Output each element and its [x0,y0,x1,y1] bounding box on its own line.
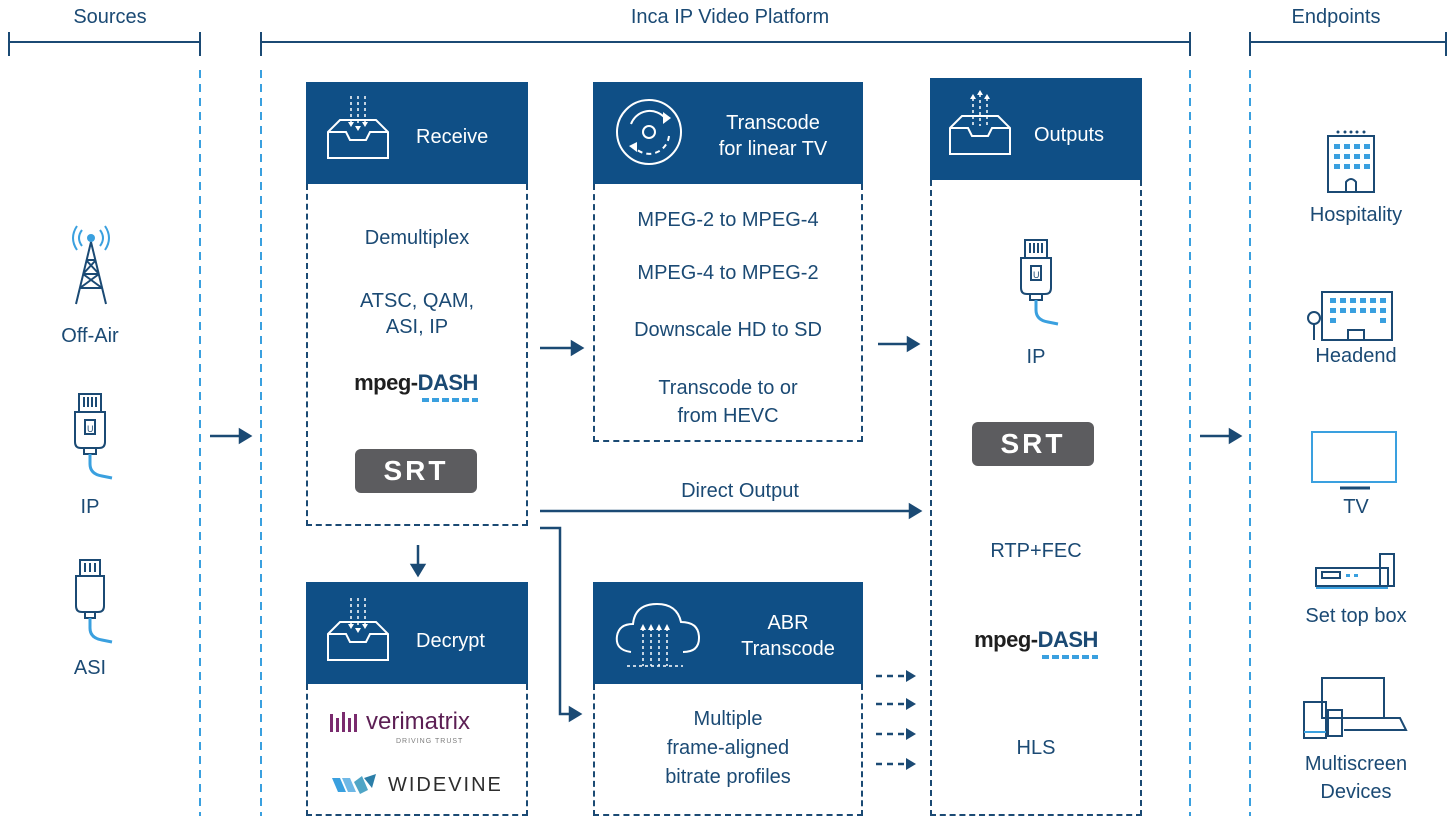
inbox-upload-icon [949,90,1011,155]
transcode-title-line2: for linear TV [718,138,828,160]
direct-output-label: Direct Output [681,480,799,502]
mpeg-dash-text: mpeg- [354,370,418,395]
receive-body [306,184,528,526]
endpoint-multiscreen-2: Devices [1320,781,1392,803]
endpoint-headend: Headend [1315,345,1397,367]
platform-header: Inca IP Video Platform [630,6,830,28]
endpoint-multiscreen-1: Multiscreen [1304,753,1408,775]
abr-item-2: frame-aligned [666,737,790,759]
receive-demultiplex: Demultiplex [364,227,470,249]
endpoints-header: Endpoints [1291,6,1381,28]
cloud-upload-icon [615,602,701,667]
outputs-body [930,180,1142,816]
output-ip-label: IP [1026,346,1046,368]
output-srt-logo: SRT [972,422,1094,466]
source-ip-label: IP [80,496,100,518]
verimatrix-text: verimatrix [366,708,471,735]
inbox-download-icon [327,96,389,159]
source-off-air-label: Off-Air [61,325,119,347]
transcode-item-1: MPEG-2 to MPEG-4 [637,209,819,231]
abr-item-3: bitrate profiles [665,766,791,788]
transcode-item-2: MPEG-4 to MPEG-2 [637,262,819,284]
decrypt-title: Decrypt [416,630,485,652]
endpoint-tv: TV [1343,496,1369,518]
widevine-mark-icon [332,774,376,794]
output-mpeg-dash-logo: mpeg-DASH [956,627,1116,659]
abr-body [593,684,863,816]
tv-icon [1310,430,1400,494]
transcode-cycle-icon [616,99,682,165]
decrypt-inbox-icon [327,598,389,661]
transcode-item-4a: Transcode to or [658,377,798,399]
hotel-building-icon [1318,128,1384,194]
sources-header: Sources [73,6,147,28]
source-asi-label: ASI [73,657,107,679]
svg-text:U: U [1033,270,1040,280]
transcode-item-3: Downscale HD to SD [634,319,822,341]
multiscreen-devices-icon [1300,676,1410,740]
transcode-header: Transcode for linear TV [593,82,863,184]
receive-srt-logo: SRT [355,449,477,493]
output-hls: HLS [1016,737,1056,759]
abr-item-1: Multiple [693,708,763,730]
ethernet-cable-icon: U [70,392,114,482]
mpeg-dash-bold: DASH [1037,627,1099,652]
svg-text:U: U [87,424,94,434]
asi-cable-icon [70,558,114,648]
verimatrix-mark-icon [330,712,357,732]
receive-header: Receive [306,82,528,184]
abr-title-line1: ABR [767,612,809,634]
verimatrix-tagline: DRIVING TRUST [396,738,464,745]
output-rtp-fec: RTP+FEC [990,540,1082,562]
outputs-header: Outputs [930,78,1142,180]
receive-formats: ATSC, QAM, ASI, IP [359,290,475,338]
mpeg-dash-bold: DASH [417,370,479,395]
mpeg-dash-text: mpeg- [974,627,1038,652]
transcode-title-line1: Transcode [726,112,820,134]
output-ethernet-icon: U [1016,238,1060,328]
decrypt-body [306,684,528,816]
transcode-body [593,184,863,442]
endpoint-set-top-box: Set top box [1305,605,1407,627]
set-top-box-icon [1312,552,1398,592]
decrypt-header: Decrypt [306,582,528,684]
antenna-tower-icon [66,222,116,306]
outputs-title: Outputs [1034,124,1105,146]
transcode-item-4b: from HEVC [677,405,779,427]
abr-title-line2: Transcode [741,638,835,660]
widevine-logo: WIDEVINE [332,772,512,802]
receive-mpeg-dash-logo: mpeg-DASH [336,370,496,402]
headend-building-icon [1306,286,1396,342]
abr-header: ABR Transcode [593,582,863,684]
verimatrix-logo: verimatrix DRIVING TRUST [330,708,510,748]
widevine-text: WIDEVINE [388,774,503,796]
endpoint-hospitality: Hospitality [1309,204,1403,226]
receive-title: Receive [416,126,489,148]
